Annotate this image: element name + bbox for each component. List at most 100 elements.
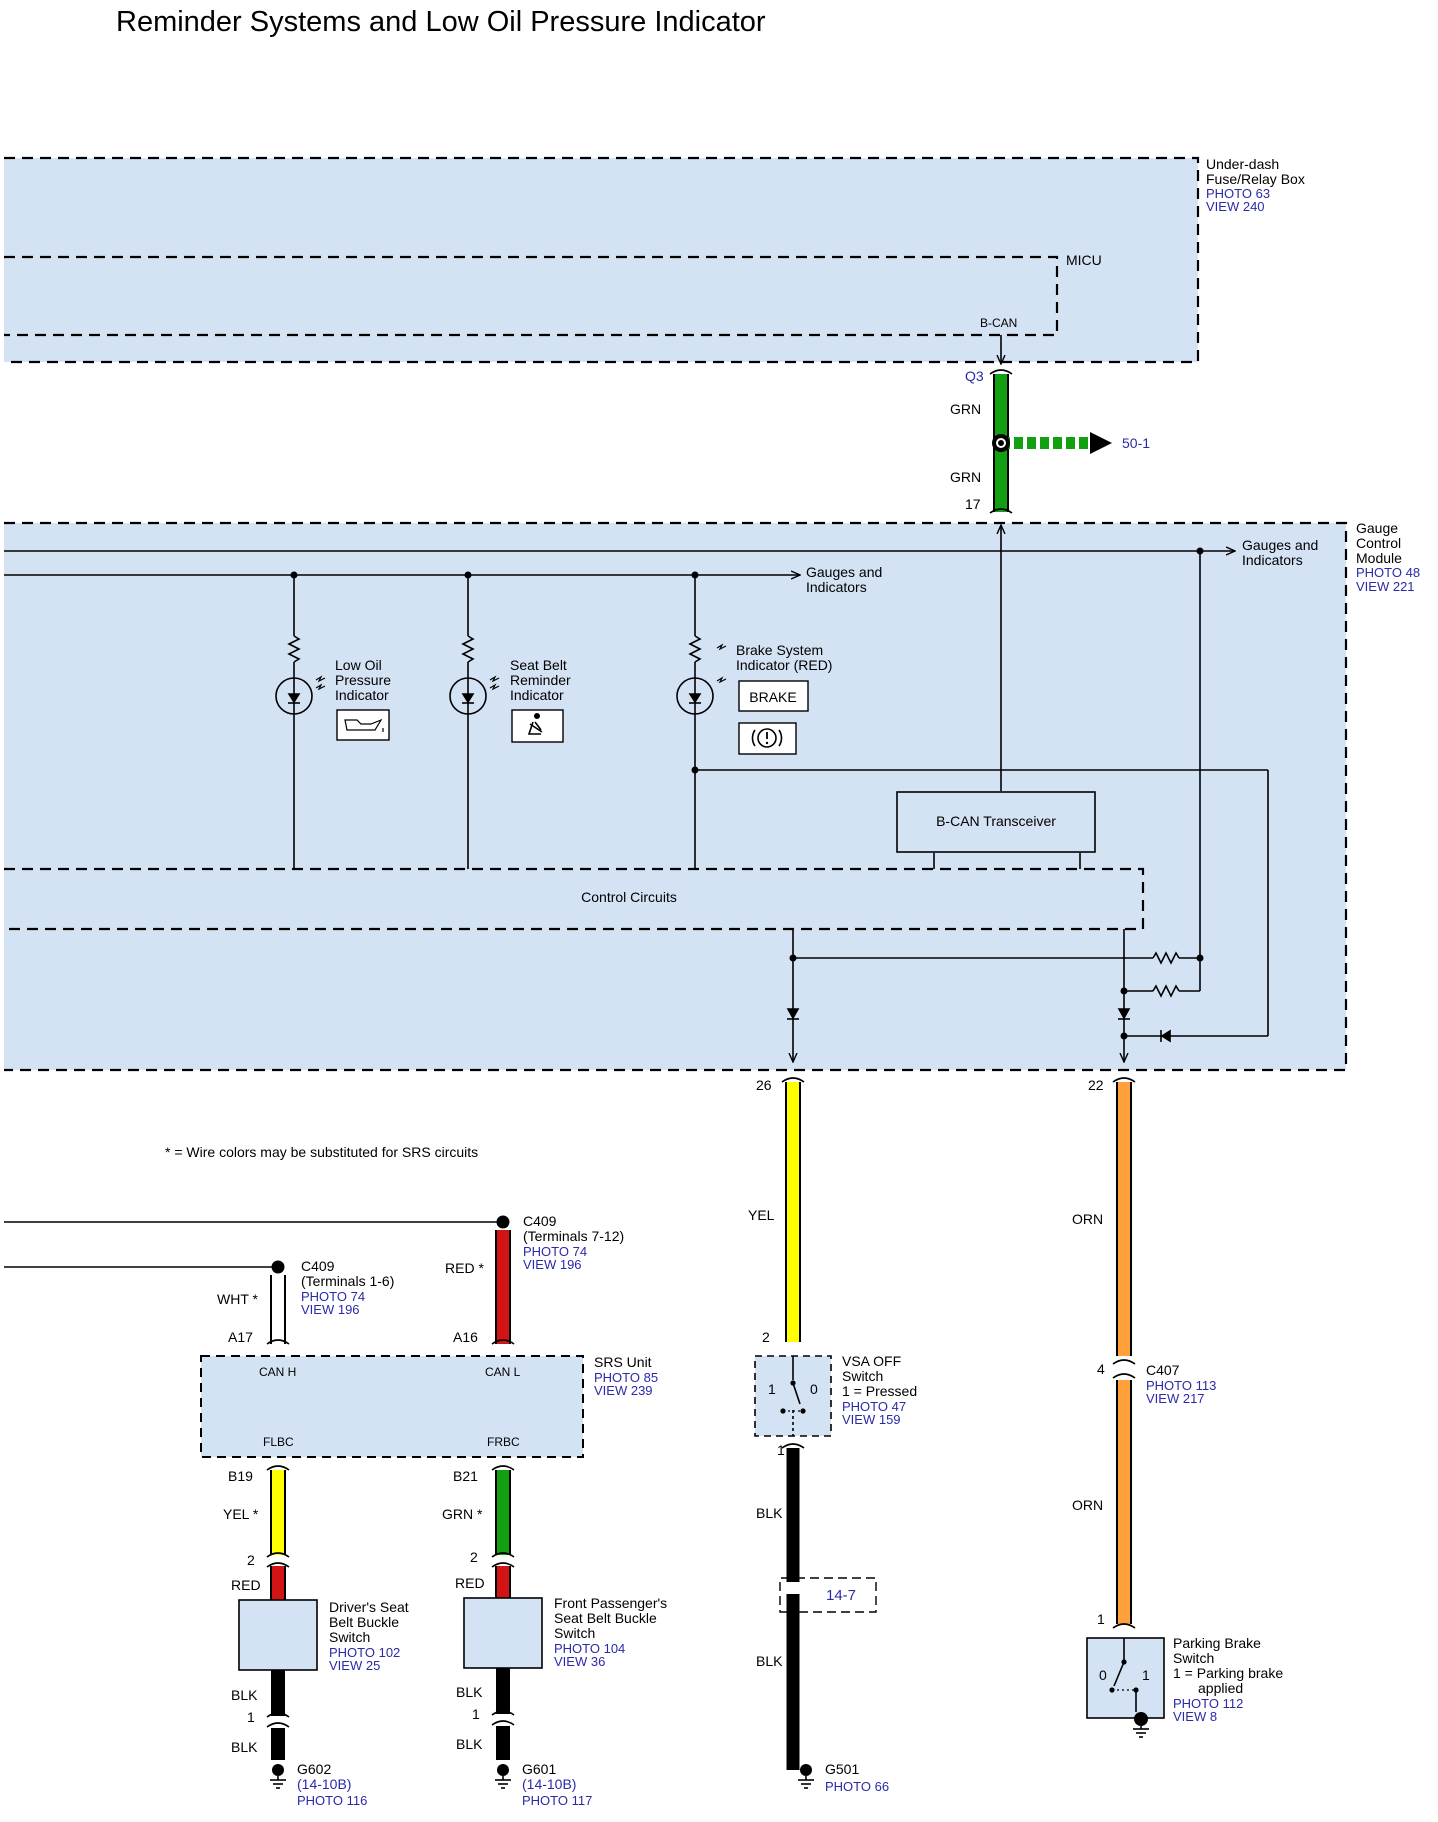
- parking-legend-1: 1 = Parking brake: [1173, 1665, 1283, 1681]
- driver-photo-link[interactable]: PHOTO 102: [329, 1645, 400, 1660]
- bcan-ref-link[interactable]: 50-1: [1122, 435, 1150, 451]
- g602-ref-link[interactable]: (14-10B): [297, 1776, 351, 1792]
- brake-warning-icon: [738, 722, 797, 755]
- gauge-module-name-3: Module: [1356, 550, 1402, 566]
- gauges-label-a-2: Indicators: [806, 579, 867, 595]
- seat-belt-icon: [511, 709, 564, 743]
- srs-note: * = Wire colors may be substituted for S…: [165, 1144, 478, 1160]
- srs-can-l: CAN L: [485, 1365, 521, 1379]
- srs-wire-grn: GRN *: [442, 1506, 483, 1522]
- c409-a-terminals: (Terminals 7-12): [523, 1228, 624, 1244]
- g601-ref-link[interactable]: (14-10B): [522, 1776, 576, 1792]
- vsa-pin-bottom: 1: [777, 1442, 785, 1458]
- parking-orange-wire: [1112, 1077, 1136, 1629]
- parking-photo-link[interactable]: PHOTO 112: [1173, 1696, 1243, 1711]
- passenger-name-2: Seat Belt Buckle: [554, 1610, 657, 1626]
- driver-buckle-switch[interactable]: [238, 1599, 318, 1671]
- can-h-white-wire: [266, 1275, 290, 1345]
- bcan-wire-color-lower: GRN: [950, 469, 981, 485]
- g501-ground-icon: [798, 1764, 814, 1789]
- c409-a-photo-link[interactable]: PHOTO 74: [523, 1244, 587, 1259]
- parking-legend-2: applied: [1198, 1680, 1243, 1696]
- parking-wire-orn-1: ORN: [1072, 1211, 1103, 1227]
- passenger-wire-top: RED: [455, 1575, 485, 1591]
- driver-pin-bottom: 1: [247, 1709, 255, 1725]
- passenger-name-3: Switch: [554, 1625, 595, 1641]
- g601-photo-link[interactable]: PHOTO 117: [522, 1793, 592, 1808]
- passenger-view-link[interactable]: VIEW 36: [554, 1654, 605, 1669]
- fuse-relay-box: [4, 156, 1200, 364]
- gauge-module-view-link[interactable]: VIEW 221: [1356, 579, 1415, 594]
- low-oil-label-2: Pressure: [335, 672, 391, 688]
- parking-brake-switch[interactable]: [1086, 1637, 1165, 1738]
- micu-boundary: [4, 255, 1059, 337]
- vsa-name-2: Switch: [842, 1368, 883, 1384]
- page-title: Reminder Systems and Low Oil Pressure In…: [116, 6, 766, 38]
- can-l-red-wire: [491, 1230, 515, 1345]
- parking-wire-orn-2: ORN: [1072, 1497, 1103, 1513]
- c409-b-photo-link[interactable]: PHOTO 74: [301, 1289, 365, 1304]
- srs-view-link[interactable]: VIEW 239: [594, 1383, 653, 1398]
- bcan-wire-color-upper: GRN: [950, 401, 981, 417]
- vsa-off-switch[interactable]: [754, 1355, 832, 1437]
- vsa-view-link[interactable]: VIEW 159: [842, 1412, 901, 1427]
- vsa-photo-link[interactable]: PHOTO 47: [842, 1399, 906, 1414]
- parking-view-link[interactable]: VIEW 8: [1173, 1709, 1217, 1724]
- seat-belt-label-2: Reminder: [510, 672, 571, 688]
- low-oil-bulb-icon: [275, 675, 326, 715]
- brake-text-box: [738, 680, 809, 712]
- passenger-photo-link[interactable]: PHOTO 104: [554, 1641, 625, 1656]
- vsa-ref-bracket[interactable]: [779, 1577, 877, 1613]
- oil-can-icon: [336, 709, 390, 741]
- c407-pin: 4: [1097, 1361, 1105, 1377]
- passenger-name-1: Front Passenger's: [554, 1595, 667, 1611]
- passenger-pin-top: 2: [470, 1549, 478, 1565]
- bcan-transceiver-label: B-CAN Transceiver: [936, 813, 1056, 829]
- low-oil-label-3: Indicator: [335, 687, 389, 703]
- c407-view-link[interactable]: VIEW 217: [1146, 1391, 1205, 1406]
- fuse-box-view-link[interactable]: VIEW 240: [1206, 199, 1265, 214]
- srs-photo-link[interactable]: PHOTO 85: [594, 1370, 658, 1385]
- junction-dots: [290, 547, 1204, 1040]
- srs-frbc: FRBC: [487, 1435, 520, 1449]
- c409-b-dot: [271, 1260, 285, 1274]
- c409-a-wire: RED *: [445, 1260, 484, 1276]
- vsa-wire-blk-2: BLK: [756, 1653, 783, 1669]
- vsa-wire-yel: YEL: [748, 1207, 775, 1223]
- seat-belt-bulb-icon: [449, 675, 500, 715]
- driver-name-2: Belt Buckle: [329, 1614, 399, 1630]
- vsa-ref-link[interactable]: 14-7: [826, 1587, 856, 1604]
- vsa-yellow-wire: [781, 1077, 805, 1342]
- passenger-pin-bottom: 1: [472, 1706, 480, 1722]
- driver-black-wire: [266, 1670, 290, 1760]
- c409-b-name: C409: [301, 1258, 335, 1274]
- g602-photo-link[interactable]: PHOTO 116: [297, 1793, 367, 1808]
- c409-a-pin: A16: [453, 1329, 478, 1345]
- g601-ground-icon: [495, 1764, 511, 1789]
- fuse-box-name-2: Fuse/Relay Box: [1206, 171, 1305, 187]
- gauge-module-photo-link[interactable]: PHOTO 48: [1356, 565, 1420, 580]
- brake-label-1: Brake System: [736, 642, 823, 658]
- seat-belt-label-1: Seat Belt: [510, 657, 567, 673]
- c409-b-view-link[interactable]: VIEW 196: [301, 1302, 360, 1317]
- bcan-splice-branch: [992, 432, 1112, 454]
- passenger-buckle-switch[interactable]: [463, 1597, 543, 1669]
- srs-name: SRS Unit: [594, 1354, 652, 1370]
- brake-text: BRAKE: [749, 689, 796, 705]
- c409-a-view-link[interactable]: VIEW 196: [523, 1257, 582, 1272]
- c409-a-dot: [496, 1215, 510, 1229]
- fuse-box-photo-link[interactable]: PHOTO 63: [1206, 186, 1270, 201]
- gauge-internal-wiring: [4, 525, 1269, 1062]
- c407-photo-link[interactable]: PHOTO 113: [1146, 1378, 1216, 1393]
- c409-b-pin: A17: [228, 1329, 253, 1345]
- g602-name: G602: [297, 1761, 331, 1777]
- driver-view-link[interactable]: VIEW 25: [329, 1658, 380, 1673]
- g501-photo-link[interactable]: PHOTO 66: [825, 1779, 889, 1794]
- vsa-terminal-26: 26: [756, 1077, 772, 1093]
- flbc-yellow-wire: [266, 1465, 290, 1600]
- parking-pos-0: 0: [1099, 1667, 1107, 1683]
- vsa-name-1: VSA OFF: [842, 1353, 901, 1369]
- bcan-transceiver-box: [896, 791, 1096, 853]
- gauges-label-b-2: Indicators: [1242, 552, 1303, 568]
- gauge-control-module: [4, 521, 1348, 1072]
